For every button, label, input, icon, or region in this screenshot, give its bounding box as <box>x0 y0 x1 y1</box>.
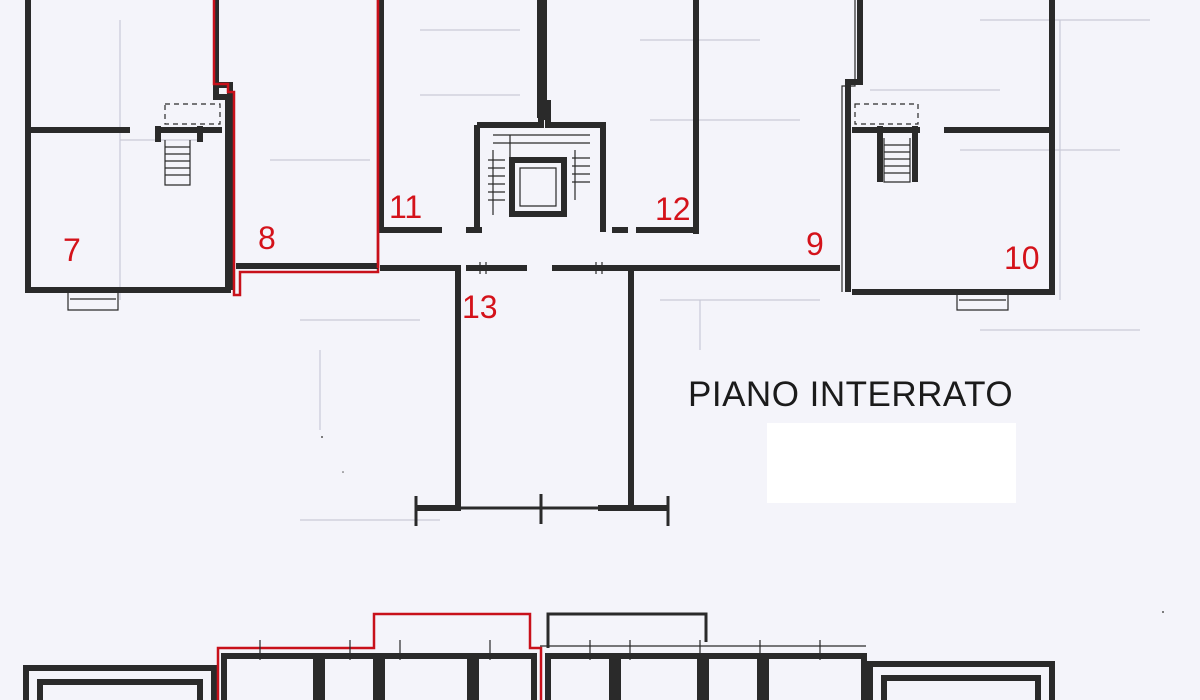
unit-9-walls <box>841 0 863 292</box>
room-label-8: 8 <box>258 220 276 256</box>
central-stair <box>474 100 606 232</box>
unit-7-stair <box>155 103 221 186</box>
unit-8-walls <box>212 0 380 297</box>
redaction-box <box>767 423 1016 503</box>
room-label-9: 9 <box>806 226 824 262</box>
corridor-13 <box>380 262 840 526</box>
ground-floor-walls <box>23 612 1055 700</box>
room-label-10: 10 <box>1004 240 1040 276</box>
unit-11-walls <box>376 0 547 268</box>
room-label-7: 7 <box>63 232 81 268</box>
room-label-12: 12 <box>655 191 691 227</box>
room-label-11: 11 <box>389 189 423 225</box>
unit-7-walls <box>25 0 231 311</box>
room-label-13: 13 <box>462 289 498 325</box>
scan-specks <box>321 436 1164 613</box>
plan-title: PIANO INTERRATO <box>688 375 1014 414</box>
unit-10-walls <box>852 0 1055 311</box>
unit-10-stair <box>854 103 919 183</box>
unit-12-walls <box>537 0 699 234</box>
